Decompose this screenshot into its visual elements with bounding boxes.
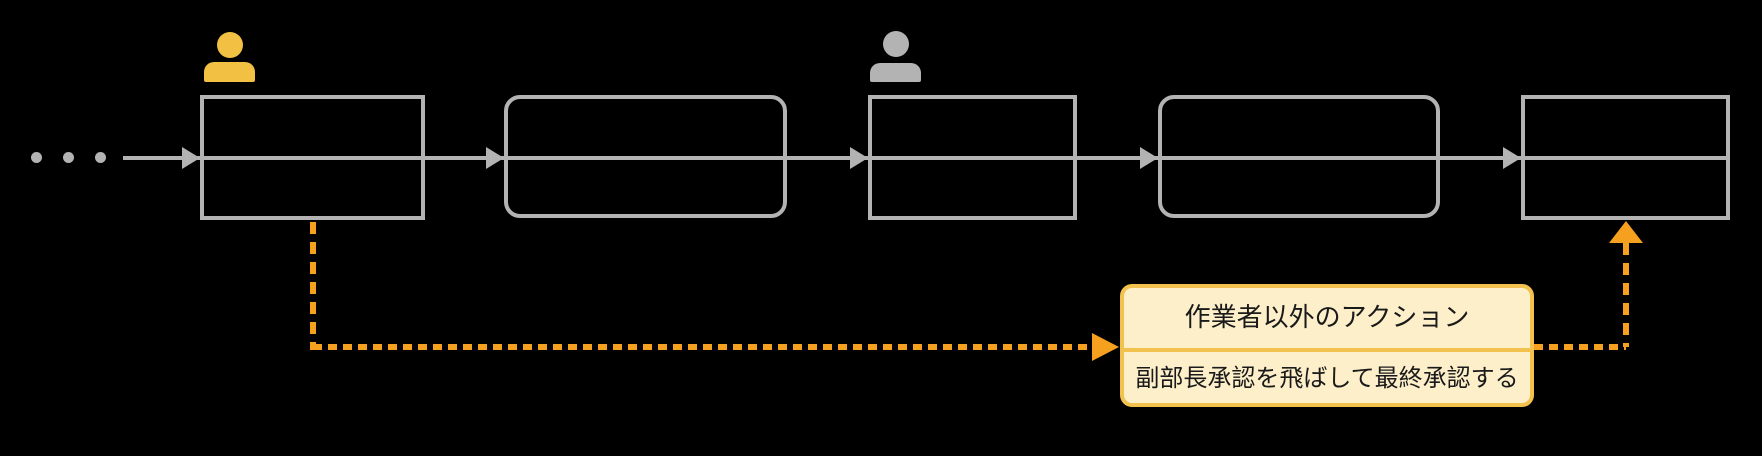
skip-path-right-segment — [1534, 344, 1626, 350]
final-approve-arrowhead-icon — [1609, 221, 1643, 243]
skip-path-up-segment — [1623, 243, 1629, 347]
arrowhead-icon — [1503, 147, 1521, 169]
skip-path-across-segment — [313, 344, 1092, 350]
skip-annotation-box: 作業者以外のアクション 副部長承認を飛ばして最終承認する — [1120, 284, 1534, 407]
arrowhead-icon — [486, 147, 504, 169]
arrowhead-icon — [850, 147, 868, 169]
flow-node-step-1 — [200, 95, 425, 220]
annotation-title: 作業者以外のアクション — [1184, 303, 1470, 333]
skip-path-down-segment — [310, 222, 316, 350]
flow-node-step-2 — [504, 95, 787, 218]
arrowhead-icon — [1140, 147, 1158, 169]
flow-node-step-3 — [868, 95, 1077, 220]
person-head — [217, 32, 243, 58]
person-body — [204, 62, 255, 82]
flow-node-step-4 — [1158, 95, 1440, 218]
skip-arrowhead-icon — [1092, 333, 1119, 361]
ellipsis-dot — [95, 152, 106, 163]
person-body — [870, 63, 921, 82]
annotation-divider — [1124, 348, 1530, 352]
flow-node-step-5 — [1521, 95, 1730, 220]
annotation-body: 副部長承認を飛ばして最終承認する — [1135, 363, 1519, 392]
arrowhead-icon — [182, 147, 200, 169]
ellipsis-dot — [63, 152, 74, 163]
flow-line — [123, 156, 1730, 160]
person-head — [883, 31, 909, 57]
ellipsis-dot — [31, 152, 42, 163]
